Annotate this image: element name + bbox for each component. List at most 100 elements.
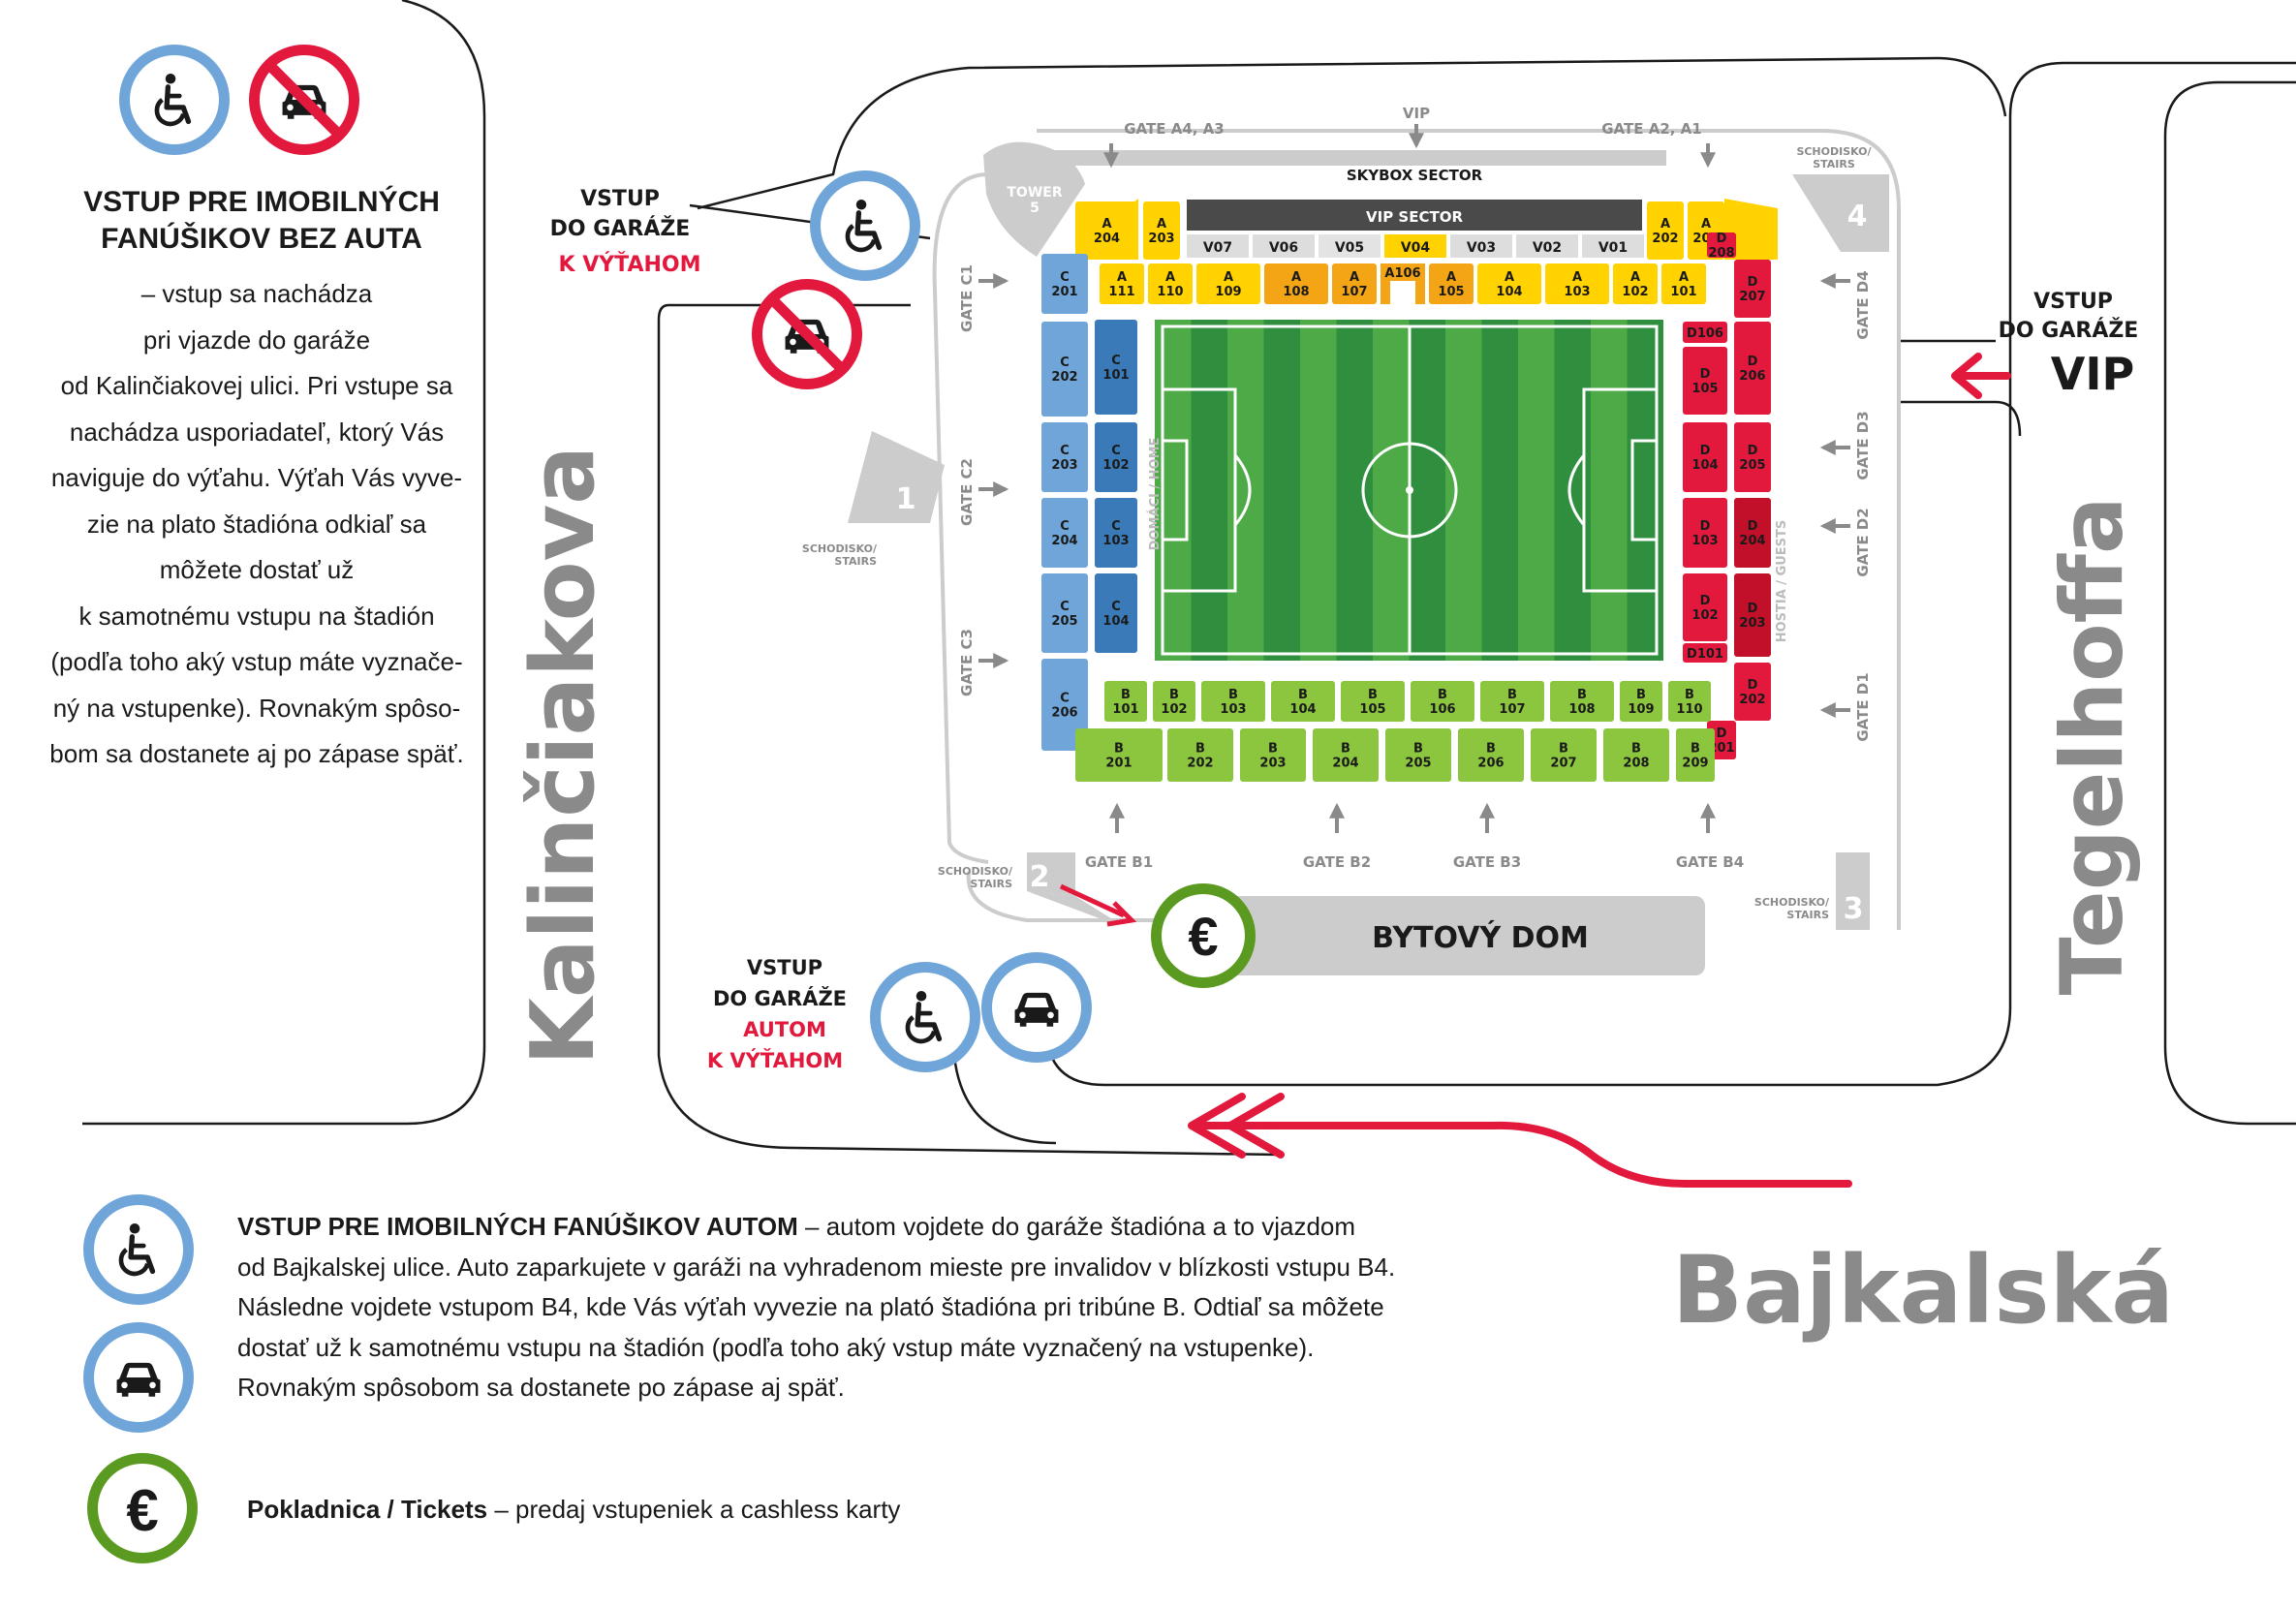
svg-text:206: 206 (1477, 757, 1504, 771)
svg-text:A: A (1679, 270, 1689, 285)
svg-text:B: B (1577, 688, 1587, 702)
sector-a106[interactable]: A106 (1381, 263, 1425, 304)
wheelchair-icon (810, 170, 920, 281)
intro-title-line2: FANÚŠIKOV BEZ AUTA (101, 223, 422, 255)
sector-v03[interactable]: V03 (1450, 234, 1512, 258)
svg-text:D: D (1717, 727, 1727, 741)
svg-text:B: B (1559, 742, 1568, 757)
intro-title: VSTUP PRE IMOBILNÝCH FANÚŠIKOV BEZ AUTA (39, 184, 484, 258)
svg-text:V07: V07 (1203, 240, 1232, 256)
sector-d106[interactable]: D106 (1683, 322, 1727, 343)
svg-text:GATE B4: GATE B4 (1676, 853, 1744, 871)
gate-d2[interactable]: GATE D2 (1819, 508, 1872, 577)
gate-c1[interactable]: GATE C1 (958, 264, 1009, 332)
sector-v05[interactable]: V05 (1319, 234, 1381, 258)
svg-text:C: C (1060, 692, 1070, 706)
intro-line: nachádza usporiadateľ, ktorý Vás (69, 417, 445, 447)
red-arrow-cashier (1059, 883, 1126, 918)
gate-b4[interactable]: GATE B4 (1676, 802, 1744, 871)
stairs-1-label2: STAIRS (834, 555, 877, 568)
svg-text:D: D (1700, 594, 1711, 608)
stairs-1-number: 1 (896, 482, 916, 516)
gate-c2[interactable]: GATE C2 (958, 458, 1009, 526)
sector-v06[interactable]: V06 (1253, 234, 1315, 258)
gate-a43[interactable]: GATE A4, A3 (1103, 120, 1225, 169)
svg-text:110: 110 (1676, 702, 1702, 717)
gate-vip[interactable]: VIP (1403, 105, 1430, 149)
sector-d101[interactable]: D101 (1683, 643, 1727, 663)
bytovy-dom-label: BYTOVÝ DOM (1372, 919, 1589, 955)
sector-v01[interactable]: V01 (1582, 234, 1644, 258)
gate-b3[interactable]: GATE B3 (1453, 802, 1521, 871)
gate-b1[interactable]: GATE B1 (1085, 802, 1153, 871)
stadium-south-path (966, 871, 1608, 922)
legend-tickets-text: Pokladnica / Tickets – predaj vstupeniek… (247, 1490, 1313, 1529)
gate-b2[interactable]: GATE B2 (1303, 802, 1371, 871)
gate-d4[interactable]: GATE D4 (1819, 270, 1872, 340)
gate-c3[interactable]: GATE C3 (958, 629, 1009, 696)
sector-v02[interactable]: V02 (1516, 234, 1578, 258)
gate-d1[interactable]: GATE D1 (1819, 672, 1872, 742)
gate-a21[interactable]: GATE A2, A1 (1601, 120, 1716, 169)
gate-d3[interactable]: GATE D3 (1819, 411, 1872, 480)
svg-text:202: 202 (1051, 370, 1077, 385)
sector-v07[interactable]: V07 (1187, 234, 1249, 258)
sector-v04[interactable]: V04 (1384, 234, 1446, 258)
svg-text:GATE B3: GATE B3 (1453, 853, 1521, 871)
